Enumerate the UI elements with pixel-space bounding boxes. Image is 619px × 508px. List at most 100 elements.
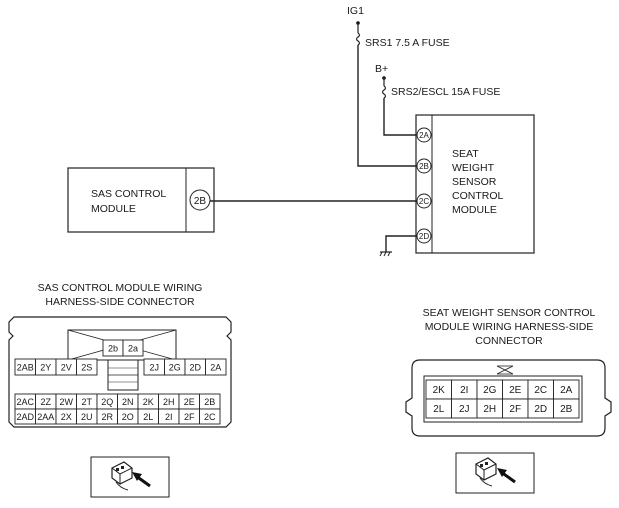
svg-text:2B: 2B (194, 196, 207, 207)
connector-cavity-2a: 2a (122, 339, 144, 357)
sas-pin-2b: 2B (189, 189, 211, 211)
bplus-label: B+ (375, 63, 388, 75)
connector-cavity-2ac: 2AC (14, 393, 36, 410)
fuse2-label: SRS2/ESCL 15A FUSE (391, 86, 500, 98)
svg-text:2H: 2H (163, 397, 175, 407)
connector-cavity-2b: 2B (553, 398, 580, 419)
svg-text:2D: 2D (419, 232, 429, 241)
connector-cavity-2g: 2G (476, 379, 503, 400)
sws-connector: 2K 2I 2G 2E 2C 2A 2L 2J 2H 2F 2D 2B (405, 359, 612, 437)
connector-cavity-2k: 2K (425, 379, 452, 400)
svg-text:2A: 2A (210, 363, 221, 373)
svg-text:2E: 2E (509, 385, 522, 396)
connector-cavity-2f: 2F (178, 408, 200, 425)
svg-text:2J: 2J (459, 404, 470, 415)
connector-cavity-2g: 2G (164, 358, 186, 376)
svg-text:2E: 2E (184, 397, 195, 407)
svg-text:2F: 2F (509, 404, 521, 415)
ig1-label: IG1 (347, 5, 364, 17)
fuse1-label: SRS1 7.5 A FUSE (365, 37, 450, 49)
connector-cavity-2s: 2S (76, 358, 98, 376)
svg-text:2S: 2S (81, 363, 92, 373)
svg-text:2L: 2L (433, 404, 445, 415)
svg-text:2D: 2D (189, 363, 201, 373)
connector-cavity-2q: 2Q (96, 393, 118, 410)
svg-text:2K: 2K (143, 397, 154, 407)
ground (379, 235, 417, 257)
svg-text:2H: 2H (483, 404, 496, 415)
ig1-wire (357, 45, 419, 167)
svg-text:2Q: 2Q (101, 397, 113, 407)
svg-text:2W: 2W (60, 397, 74, 407)
sas-connector-title-2: HARNESS-SIDE CONNECTOR (45, 296, 195, 308)
connector-cavity-2a: 2A (205, 358, 227, 376)
connector-cavity-2l: 2L (425, 398, 452, 419)
svg-text:2R: 2R (101, 412, 113, 422)
svg-text:2V: 2V (61, 363, 72, 373)
connector-cavity-2j: 2J (451, 398, 478, 419)
connector-cavity-2i: 2I (158, 408, 180, 425)
connector-cavity-2t: 2T (76, 393, 98, 410)
connector-cavity-2c: 2C (199, 408, 221, 425)
connector-cavity-2e: 2E (502, 379, 529, 400)
sws-module-label-5: MODULE (452, 204, 497, 216)
sws-connector-latch (496, 365, 514, 375)
svg-text:2A: 2A (419, 131, 429, 140)
svg-text:2a: 2a (128, 344, 138, 354)
ig1-supply: IG1 SRS1 7.5 A FUSE (347, 5, 450, 167)
sws-module-label-4: CONTROL (452, 190, 503, 202)
sas-module: SAS CONTROL MODULE 2B (67, 167, 215, 233)
sas-connector-title-1: SAS CONTROL MODULE WIRING (38, 282, 203, 294)
connector-cavity-2c: 2C (527, 379, 554, 400)
svg-text:2I: 2I (165, 412, 173, 422)
connector-cavity-2r: 2R (96, 408, 118, 425)
bplus-wire (383, 98, 419, 136)
svg-text:2C: 2C (534, 385, 547, 396)
sws-connector-title-3: CONNECTOR (475, 335, 543, 347)
connector-cavity-2v: 2V (55, 358, 77, 376)
ground-wire (385, 235, 417, 252)
svg-text:2F: 2F (184, 412, 195, 422)
svg-text:2X: 2X (61, 412, 72, 422)
connector-cavity-2l: 2L (137, 408, 159, 425)
sas-module-label-1: SAS CONTROL (91, 188, 166, 200)
sws-pin-2a: 2A (416, 127, 432, 143)
connector-cavity-2z: 2Z (35, 393, 57, 410)
connector-cavity-2b: 2b (102, 339, 124, 357)
sas-module-label-2: MODULE (91, 203, 136, 215)
svg-text:2L: 2L (143, 412, 153, 422)
svg-text:2I: 2I (460, 385, 468, 396)
sws-pin-2b: 2B (416, 158, 432, 174)
connector-cavity-2j: 2J (143, 358, 165, 376)
connector-cavity-2ab: 2AB (14, 358, 36, 376)
svg-text:2B: 2B (419, 162, 429, 171)
connector-cavity-2b: 2B (199, 393, 221, 410)
connector-cavity-2n: 2N (117, 393, 139, 410)
svg-text:2D: 2D (534, 404, 547, 415)
connector-cavity-2x: 2X (55, 408, 77, 425)
connector-cavity-2h: 2H (476, 398, 503, 419)
connector-cavity-2a: 2A (553, 379, 580, 400)
connector-cavity-2u: 2U (76, 408, 98, 425)
fuse2-symbol (381, 85, 387, 99)
svg-text:2C: 2C (419, 197, 429, 206)
connector-cavity-2h: 2H (158, 393, 180, 410)
svg-text:2J: 2J (149, 363, 159, 373)
svg-text:2T: 2T (81, 397, 92, 407)
svg-text:2B: 2B (204, 397, 215, 407)
svg-text:2AB: 2AB (17, 363, 34, 373)
sws-module-label-2: WEIGHT (452, 162, 495, 174)
connector-cavity-2d: 2D (527, 398, 554, 419)
svg-text:2G: 2G (169, 363, 181, 373)
bplus-supply: B+ SRS2/ESCL 15A FUSE (375, 63, 500, 136)
svg-text:2AC: 2AC (16, 397, 34, 407)
sws-connector-title-2: MODULE WIRING HARNESS-SIDE (425, 321, 594, 333)
svg-text:2U: 2U (81, 412, 93, 422)
fuse1-symbol (355, 32, 361, 46)
connector-cavity-2aa: 2AA (35, 408, 57, 425)
svg-text:2N: 2N (122, 397, 134, 407)
svg-text:2Y: 2Y (40, 363, 51, 373)
sws-module-label-3: SENSOR (452, 176, 497, 188)
